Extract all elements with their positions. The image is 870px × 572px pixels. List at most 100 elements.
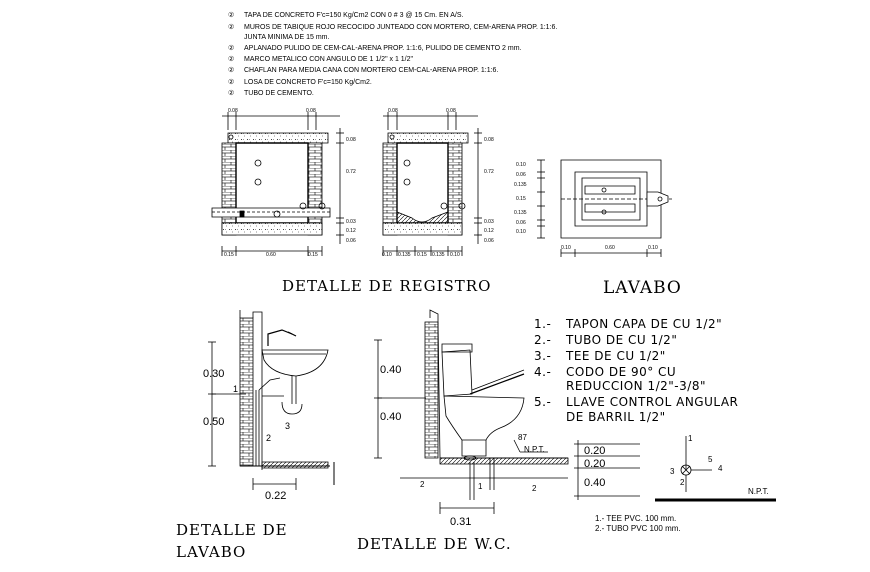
legend-number: 4.- [534, 365, 551, 379]
callout-bubble [390, 135, 394, 139]
dimension-label: 0.06 [516, 220, 526, 226]
callout-mark: 1 [478, 482, 483, 491]
dimension-label: 0.135 [432, 252, 445, 258]
dimension-label: 0.06 [516, 172, 526, 178]
note-item: ② MUROS DE TABIQUE ROJO RECOCIDO JUNTEADO… [228, 23, 557, 31]
dimension-label: 0.10 [450, 252, 460, 258]
brick-wall-left [222, 143, 236, 235]
tee-cross [682, 466, 690, 474]
callout-bubble [319, 203, 325, 209]
dimension-label: 0.135 [514, 182, 527, 188]
callout-mark: 2 [420, 480, 425, 489]
callout-bubble [274, 211, 280, 217]
wall-finish [253, 312, 262, 470]
callout-mark: 5 [708, 455, 713, 464]
note-text: TAPA DE CONCRETO F'c=150 Kg/Cm2 CON 0 # … [244, 12, 464, 19]
pvc-note: 2.- TUBO PVC 100 mm. [595, 524, 681, 533]
legend-text: LLAVE CONTROL ANGULAR [566, 395, 738, 409]
dimension-label: 0.72 [346, 169, 356, 175]
registro-right-labels: 0.08 0.08 0.08 0.72 0.03 0.12 0.06 0.10 … [382, 108, 494, 258]
note-text: APLANADO PULIDO DE CEM-CAL-ARENA PROP. 1… [244, 45, 522, 52]
callout-bubble [658, 197, 662, 201]
dimension-label: 0.135 [398, 252, 411, 258]
pvc-detail [574, 436, 776, 500]
callout-bubble [229, 135, 233, 139]
legend-item: REDUCCION 1/2"-3/8" [566, 379, 705, 393]
lavabo-plan-title: LAVABO [603, 278, 682, 298]
dimension-label: 0.135 [514, 210, 527, 216]
dimension-label: 0.20 [584, 445, 605, 457]
legend-text: TUBO DE CU 1/2" [565, 333, 677, 347]
detalle-wc [374, 310, 568, 514]
dimension-label: 0.12 [484, 228, 494, 234]
brick-wall [425, 322, 438, 458]
cement-pipe [212, 208, 330, 217]
note-text: MUROS DE TABIQUE ROJO RECOCIDO JUNTEADO … [244, 24, 557, 31]
note-number: ② [228, 78, 234, 86]
general-notes: ② TAPA DE CONCRETO F'c=150 Kg/Cm2 CON 0 #… [228, 11, 557, 97]
callout-mark: 2 [680, 478, 685, 487]
lavabo-plan-bar [585, 204, 635, 212]
callout-mark: 4 [718, 464, 723, 473]
brick-wall [240, 318, 253, 466]
note-number: ② [228, 11, 234, 19]
note-text: MARCO METALICO CON ANGULO DE 1 1/2" x 1 … [244, 56, 414, 63]
concrete-lid [228, 133, 328, 143]
note-number: ② [228, 55, 234, 63]
dimension-label: 0.31 [450, 516, 471, 528]
callout-bubble [404, 160, 410, 166]
brick-wall-right [448, 143, 462, 235]
dimension-label: 0.08 [388, 108, 398, 114]
faucet-handle [288, 332, 296, 336]
floor-slab [262, 462, 328, 468]
callout-bubble [602, 210, 606, 214]
registro-section-right [383, 112, 482, 256]
detalle-wc-title: DETALLE DE W.C. [357, 535, 512, 553]
dimension-label: 0.22 [265, 490, 286, 502]
detalle-lavabo [208, 310, 334, 490]
legend-item: 2.- TUBO DE CU 1/2" [534, 333, 677, 347]
dimension-label: 0.03 [346, 219, 356, 225]
dimension-label: 0.40 [380, 364, 401, 376]
legend-item: 4.-CODO DE 90° CU [534, 365, 676, 379]
npt-label: N.P.T. [748, 487, 769, 496]
note-number: ② [228, 44, 234, 52]
toilet-bowl [444, 396, 524, 440]
inner-plaster [397, 143, 448, 223]
callout-bubble [300, 203, 306, 209]
dimension-label: 0.03 [484, 219, 494, 225]
dimension-label: 0.15 [417, 252, 427, 258]
callout-mark: 3 [670, 467, 675, 476]
toilet-seat-lid [470, 374, 524, 394]
brick-wall-left [383, 143, 397, 235]
callout-bubble [404, 179, 410, 185]
dimension-label: 0.10 [516, 229, 526, 235]
dimension-label: 0.15 [308, 252, 318, 258]
callout-bubble [255, 160, 261, 166]
dimension-label: 0.12 [346, 228, 356, 234]
dimension-label: 0.06 [484, 238, 494, 244]
callout-mark: 1 [688, 434, 693, 443]
dimension-label: 0.60 [605, 245, 615, 251]
legend-item: 3.-TEE DE CU 1/2" [534, 349, 665, 363]
brick-wall-right [308, 143, 322, 235]
note-text: JUNTA MINIMA DE 15 mm. [244, 34, 329, 41]
supply-riser [259, 378, 280, 390]
legend-item: 5.-LLAVE CONTROL ANGULAR [534, 395, 738, 409]
note-text: CHAFLAN PARA MEDIA CANA CON MORTERO CEM-… [244, 67, 498, 74]
detalle-lavabo-labels: 0.30 0.50 0.22 1 2 3 [203, 368, 290, 502]
callout-label: 87 [518, 433, 527, 442]
note-number: ② [228, 23, 234, 31]
legend-number: 2.- [534, 333, 551, 347]
dimension-label: 0.10 [382, 252, 392, 258]
concrete-slab [383, 223, 462, 235]
dimension-label: 0.40 [380, 411, 401, 423]
legend-number: 3.- [534, 349, 551, 363]
legend-text: DE BARRIL 1/2" [566, 410, 666, 424]
dimension-label: 0.08 [228, 108, 238, 114]
dimension-label: 0.20 [584, 458, 605, 470]
note-item: ② MARCO METALICO CON ANGULO DE 1 1/2" x 1… [228, 55, 414, 63]
callout-mark: 2 [532, 484, 537, 493]
registro-title: DETALLE DE REGISTRO [282, 277, 491, 295]
